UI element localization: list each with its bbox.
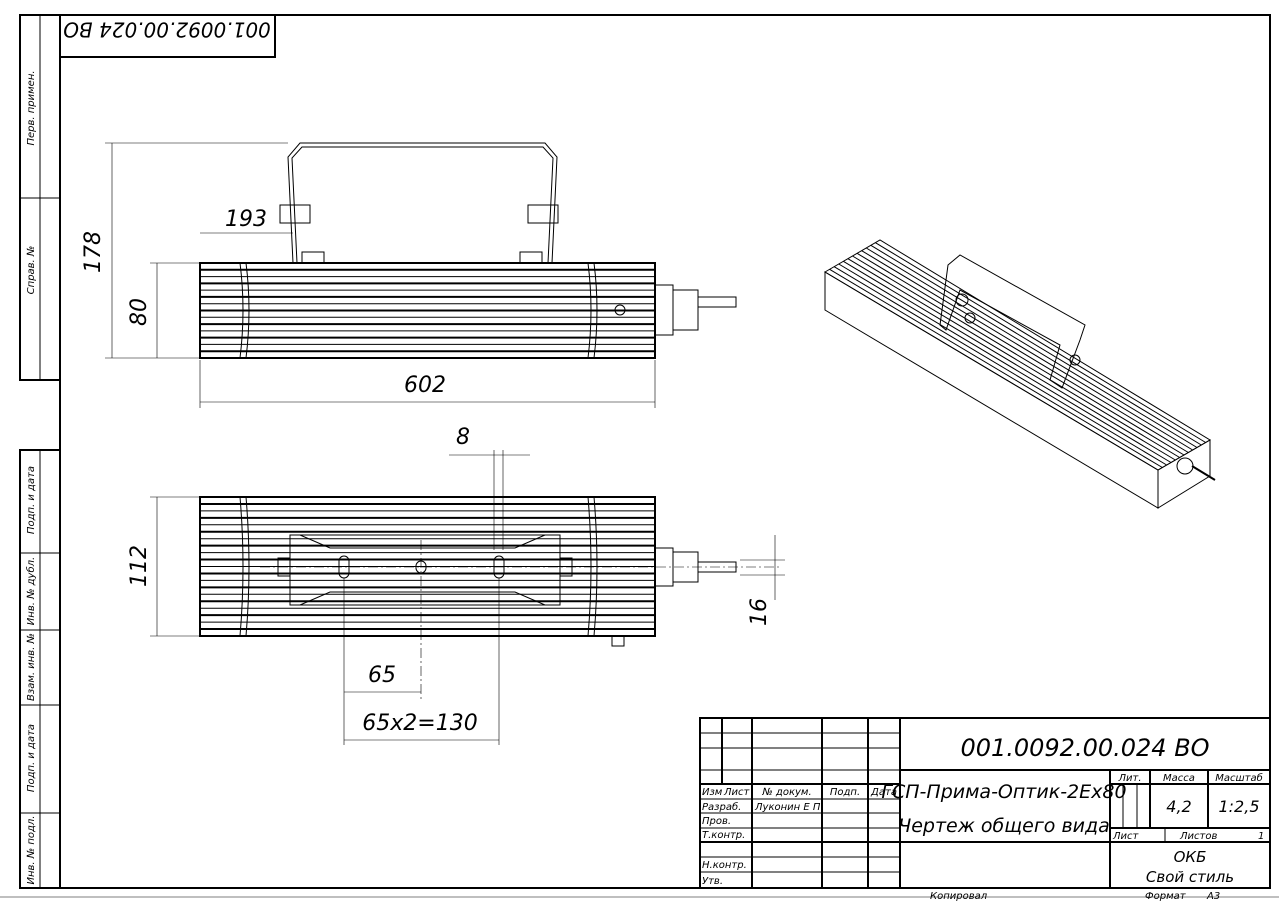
document-type: Чертеж общего вида: [898, 815, 1110, 837]
header-list: Лист: [723, 787, 751, 798]
dim-130: 65x2=130: [362, 711, 477, 736]
role-label: Разраб.: [702, 801, 741, 813]
scale-label: Масштаб: [1215, 772, 1263, 784]
top-stamp-box: [59, 14, 276, 58]
dim-8: 8: [456, 425, 470, 450]
fin-line: [861, 250, 1193, 451]
dim-16: 16: [747, 598, 772, 626]
strip-label: Инв. № дубл.: [25, 557, 37, 625]
title-block: 001.0092.00.024 ВО ГСП-Прима-Оптик-2Ех80…: [699, 717, 1271, 889]
scale-value: 1:2,5: [1218, 797, 1259, 816]
isometric-view: [824, 239, 1216, 509]
sheets-value: 1: [1258, 831, 1264, 842]
mass-value: 4,2: [1166, 797, 1191, 816]
org-line2: Свой стиль: [1146, 868, 1234, 886]
fin-line: [847, 258, 1180, 458]
mass-label: Масса: [1163, 773, 1195, 784]
role-label: Утв.: [702, 876, 723, 887]
developer-name: Луконин Е П: [754, 802, 821, 813]
strip-label: Подп. и дата: [26, 724, 37, 792]
role-label: Т.контр.: [702, 830, 745, 841]
drawing-designation: 001.0092.00.024 ВО: [960, 734, 1209, 762]
fin-line: [843, 260, 1176, 461]
header-izm: Изм: [702, 787, 723, 798]
dim-602: 602: [404, 373, 446, 398]
role-label: Н.контр.: [702, 860, 747, 871]
fin-line: [852, 255, 1185, 456]
lit-label: Лит.: [1117, 773, 1141, 784]
dim-80: 80: [127, 298, 152, 326]
fin-line: [856, 252, 1189, 453]
dim-178: 178: [81, 231, 106, 273]
dim-112: 112: [127, 545, 152, 587]
copied-label: Копировал: [930, 891, 988, 902]
fin-line: [829, 268, 1163, 468]
side-strip: Перв. примен. Справ. № Подп. и дата Инв.…: [19, 14, 61, 889]
org-line1: ОКБ: [1174, 848, 1207, 866]
strip-label: Справ. №: [26, 246, 37, 295]
strip-label: Перв. примен.: [26, 70, 37, 145]
fin-line: [865, 247, 1198, 448]
format-value: А3: [1206, 891, 1220, 902]
format-label: Формат: [1145, 891, 1187, 902]
fin-line: [838, 263, 1172, 463]
header-doc: № докум.: [761, 787, 811, 798]
sheet-label: Лист: [1112, 831, 1140, 842]
fin-line: [833, 266, 1167, 466]
front-view: [199, 142, 737, 359]
fin-line: [870, 244, 1202, 446]
bottom-view: [199, 496, 780, 700]
strip-label: Инв. № подл.: [26, 816, 37, 885]
strip-label: Взам. инв. №: [26, 633, 37, 701]
bottom-dimensions: 112 8 16 65 65x2=130: [127, 425, 785, 745]
top-stamp-text: 001.0092.00.024 ВО: [63, 18, 271, 42]
dim-65: 65: [368, 663, 396, 688]
dim-193: 193: [225, 207, 267, 232]
role-label: Пров.: [702, 816, 731, 827]
product-name: ГСП-Прима-Оптик-2Ех80: [881, 781, 1126, 803]
header-date: Дата: [870, 787, 897, 798]
front-dimensions: 178 80 602 193: [81, 142, 656, 408]
fin-line: [875, 242, 1206, 443]
sheets-label: Листов: [1179, 831, 1217, 842]
header-sign: Подп.: [830, 787, 860, 798]
strip-label: Подп. и дата: [26, 466, 37, 534]
